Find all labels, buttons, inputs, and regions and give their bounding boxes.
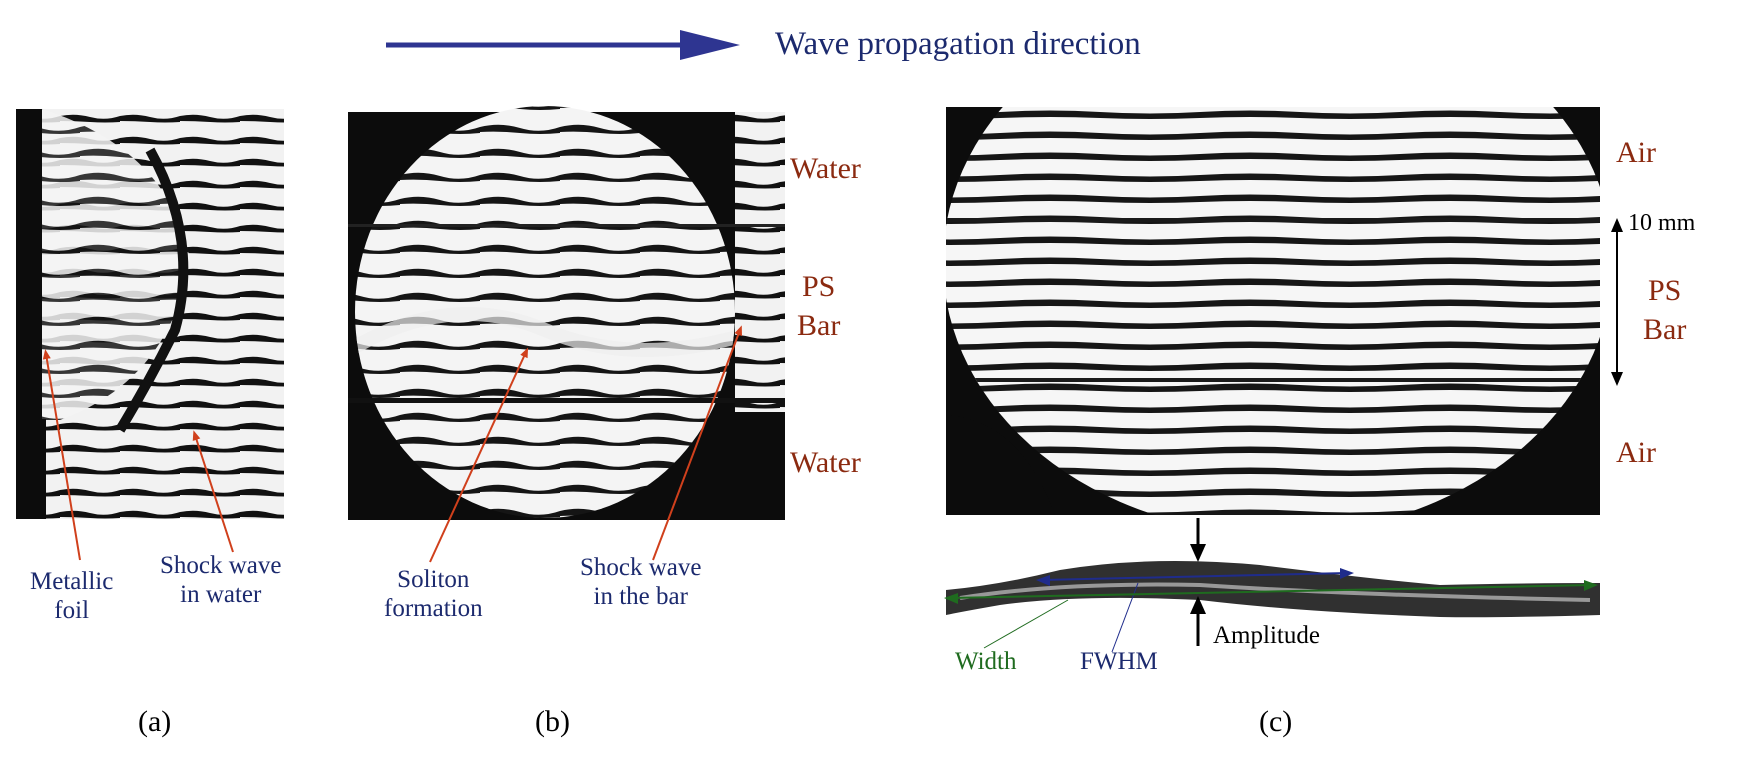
propagation-arrow (386, 30, 740, 60)
shock-wave-water-line-2: in water (180, 580, 262, 608)
water-top-label: Water (790, 152, 861, 185)
air-top-label: Air (1616, 136, 1656, 169)
ps-bar-label-c: PS Bar (1643, 274, 1686, 347)
metallic-foil-line-2: foil (54, 596, 90, 624)
shock-wave-bar-line-2: in the bar (593, 582, 688, 610)
ps-bar-c-line-1: PS (1647, 274, 1682, 307)
amplitude-arrows (1190, 518, 1206, 646)
shock-wave-water-label: Shock wave in water (160, 552, 282, 610)
shock-wave-bar-line-1: Shock wave (580, 554, 702, 581)
panel-c-profile (946, 561, 1600, 618)
air-bottom-label: Air (1616, 436, 1656, 469)
fwhm-label: FWHM (1080, 648, 1158, 675)
ps-bar-b-line-2: Bar (797, 308, 841, 342)
ps-bar-b-line-1: PS (801, 270, 836, 303)
soliton-line-2: formation (384, 594, 483, 622)
panel-c-letter: (c) (1259, 705, 1293, 738)
soliton-line-1: Soliton (397, 566, 470, 593)
pointer-shock-bar (652, 325, 742, 561)
soliton-label: Soliton formation (384, 566, 483, 624)
shock-wave-water-line-1: Shock wave (160, 552, 282, 579)
ps-bar-c-line-2: Bar (1643, 312, 1687, 346)
panel-c-image (946, 107, 1600, 515)
panel-b-image (348, 106, 785, 520)
metallic-foil-line-1: Metallic (30, 568, 114, 595)
width-label: Width (955, 648, 1017, 675)
pointer-soliton (429, 347, 529, 563)
scale-bar (1611, 218, 1623, 386)
direction-label: Wave propagation direction (775, 26, 1141, 62)
pointer-metallic-foil (42, 349, 81, 561)
panel-a-image (16, 109, 284, 519)
scale-label: 10 mm (1628, 210, 1696, 236)
ps-bar-label-b: PS Bar (797, 270, 840, 343)
water-bottom-label: Water (790, 446, 861, 479)
panel-a-letter: (a) (138, 705, 172, 738)
metallic-foil-label: Metallic foil (30, 568, 113, 626)
panel-b-letter: (b) (535, 705, 570, 738)
pointer-shock-water (192, 430, 234, 553)
shock-wave-bar-label: Shock wave in the bar (580, 554, 702, 612)
amplitude-label: Amplitude (1213, 622, 1320, 649)
width-line (944, 580, 1598, 649)
